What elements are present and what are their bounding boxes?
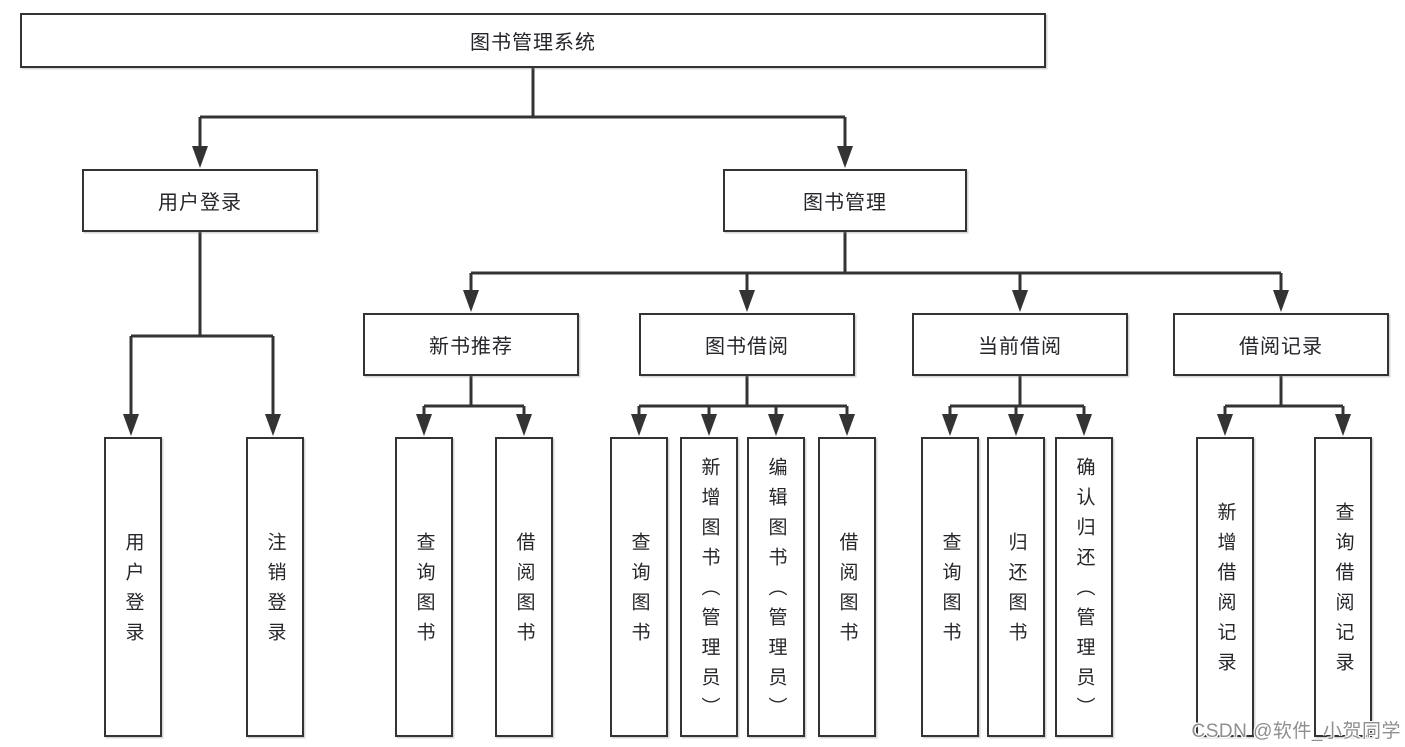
node-current-borrow: 当前借阅 [912,313,1128,376]
leaf-borrow-book-2: 借阅图书 [818,437,876,737]
leaf-query-borrow-record: 查询借阅记录 [1314,437,1372,737]
leaf-logout: 注销登录 [246,437,304,737]
node-label: 图书借阅 [705,336,789,358]
leaf-add-book-admin: 新增图书（管理员） [680,437,738,737]
leaf-label: 确认归还（管理员） [1073,457,1095,727]
leaf-borrow-book-1: 借阅图书 [495,437,553,737]
watermark: CSDN @软件_小贺同学 [1191,721,1401,742]
leaf-label: 查询借阅记录 [1332,502,1354,682]
leaf-label: 归还图书 [1005,532,1027,652]
node-label: 借阅记录 [1239,336,1323,358]
node-book-management-branch: 图书管理 [723,169,967,232]
leaf-label: 新增图书（管理员） [698,457,720,727]
connector-paths [129,68,1345,420]
leaf-label: 编辑图书（管理员） [765,457,787,727]
node-user-login-branch: 用户登录 [82,169,318,232]
node-borrow-record: 借阅记录 [1173,313,1389,376]
leaf-label: 用户登录 [122,532,144,652]
leaf-return-book: 归还图书 [987,437,1045,737]
leaf-label: 借阅图书 [513,532,535,652]
node-new-book-recommend: 新书推荐 [363,313,579,376]
leaf-label: 新增借阅记录 [1214,502,1236,682]
node-label: 图书管理 [803,192,887,214]
leaf-label: 查询图书 [628,532,650,652]
leaf-label: 注销登录 [264,532,286,652]
leaf-query-book-1: 查询图书 [395,437,453,737]
node-label: 用户登录 [158,192,242,214]
node-label: 新书推荐 [429,336,513,358]
leaf-label: 查询图书 [413,532,435,652]
leaf-label: 借阅图书 [836,532,858,652]
node-label: 图书管理系统 [470,32,596,54]
leaf-confirm-return-admin: 确认归还（管理员） [1055,437,1113,737]
leaf-add-borrow-record: 新增借阅记录 [1196,437,1254,737]
leaf-query-book-2: 查询图书 [610,437,668,737]
node-root-system: 图书管理系统 [20,13,1046,68]
node-label: 当前借阅 [978,336,1062,358]
leaf-edit-book-admin: 编辑图书（管理员） [747,437,805,737]
arrowheads [123,146,1351,436]
node-book-borrow: 图书借阅 [639,313,855,376]
leaf-user-login: 用户登录 [104,437,162,737]
leaf-query-book-3: 查询图书 [921,437,979,737]
leaf-label: 查询图书 [939,532,961,652]
